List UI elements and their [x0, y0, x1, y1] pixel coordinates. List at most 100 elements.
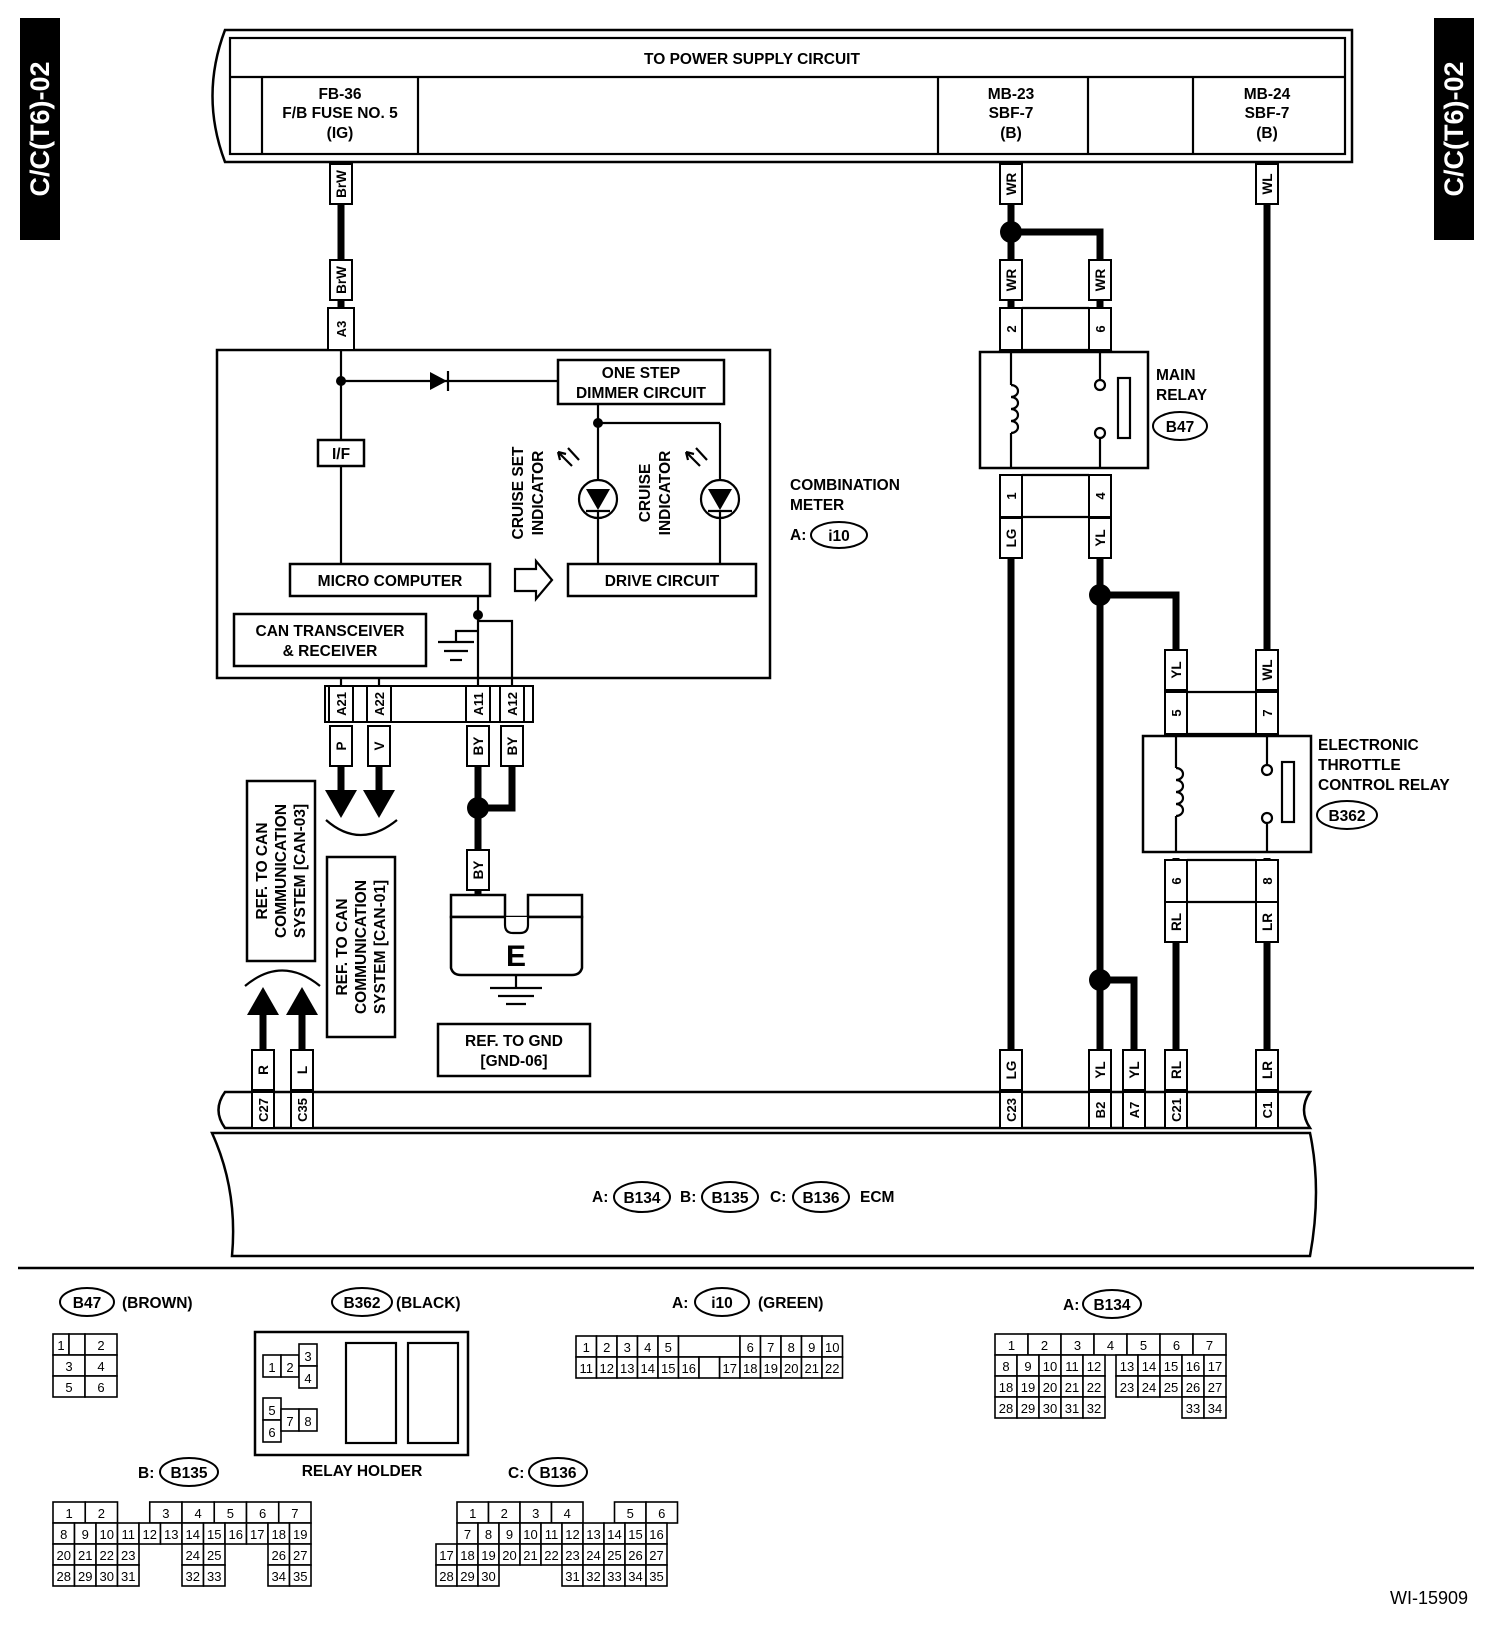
junction-dots	[467, 221, 1111, 991]
pin-number: 13	[1120, 1359, 1134, 1374]
pin-cell: 14	[181, 1522, 205, 1545]
pin-cell: 18	[456, 1543, 479, 1566]
pin-cell: 26	[624, 1543, 647, 1566]
wire-tag-text: WR	[1004, 269, 1019, 292]
meter-conn-id: i10	[828, 528, 850, 545]
ground-symbol-icon	[490, 986, 542, 1006]
fuse-fb36-line3: (IG)	[327, 125, 354, 142]
micro-computer-label: MICRO COMPUTER	[318, 573, 463, 590]
pin-cell: 16	[677, 1356, 700, 1379]
pin-cell: 3	[616, 1335, 639, 1358]
pin-cell: 34	[624, 1564, 647, 1587]
pin-number: 25	[207, 1548, 221, 1563]
pin-number: 12	[143, 1527, 157, 1542]
pin-number: 27	[1208, 1380, 1222, 1395]
pin-cell: 1	[262, 1354, 282, 1378]
ecm-c-prefix: C:	[770, 1189, 786, 1206]
pin-cell: 13	[159, 1522, 183, 1545]
combination-meter-line1: COMBINATION	[790, 477, 900, 494]
b47-id: B47	[73, 1295, 101, 1312]
can-line1: CAN TRANSCEIVER	[256, 623, 405, 640]
pin-cell: 14	[1137, 1354, 1161, 1377]
pin-number: 18	[999, 1380, 1013, 1395]
pin-cell: 22	[540, 1543, 563, 1566]
wire-tag-lg: LG	[999, 1049, 1023, 1091]
fuse-fb36-line1: FB-36	[318, 86, 361, 103]
pin-cell: 21	[519, 1543, 542, 1566]
pin-cell: 4	[550, 1501, 584, 1524]
pin-cell: 1	[456, 1501, 490, 1524]
pin-number: 24	[1142, 1380, 1156, 1395]
side-tab-left: C/C(T6)-02	[20, 18, 60, 240]
wire-tag-text: R	[256, 1065, 271, 1075]
pin-cell: 5	[1126, 1333, 1161, 1356]
pin-cell: 9	[1016, 1354, 1040, 1377]
pin-cell: 33	[202, 1564, 226, 1587]
pin-cell: 22	[1082, 1375, 1106, 1398]
pin-number: 26	[1186, 1380, 1200, 1395]
pin-number: 3	[624, 1340, 631, 1355]
pin-number: 24	[186, 1548, 200, 1563]
pin-cell: 31	[116, 1564, 140, 1587]
power-supply-block: TO POWER SUPPLY CIRCUIT FB-36 F/B FUSE N…	[211, 28, 1354, 164]
pin-cell: 6	[262, 1419, 282, 1443]
pin-cell: 10	[519, 1522, 542, 1545]
pin-cell: 27	[1203, 1375, 1227, 1398]
wire-tag-yl: YL	[1164, 649, 1188, 691]
pin-cell: 8	[780, 1335, 803, 1358]
pin-cell: 2	[595, 1335, 618, 1358]
pin-cell: 7	[277, 1501, 312, 1524]
pin-cell: 18	[267, 1522, 291, 1545]
pin-number: 13	[586, 1527, 600, 1542]
drive-circuit-label: DRIVE CIRCUIT	[605, 573, 720, 590]
main-relay-line1: MAIN	[1156, 367, 1196, 384]
pin-number: 26	[628, 1548, 642, 1563]
pin-cell: 2	[1027, 1333, 1062, 1356]
et-relay-line1: ELECTRONIC	[1318, 737, 1419, 754]
wire-tag-text: WR	[1093, 269, 1108, 292]
pin-cell: 9	[800, 1335, 823, 1358]
et-relay-pin-5: 5	[1169, 709, 1184, 716]
wire-tag-wr: WR	[1088, 259, 1112, 301]
pin-number: 4	[304, 1371, 311, 1386]
pin-cell: 25	[1159, 1375, 1183, 1398]
pin-number: 8	[485, 1527, 492, 1542]
pin-cell: 28	[994, 1396, 1018, 1419]
main-relay-pin-6: 6	[1093, 325, 1108, 332]
pin-cell: 3	[148, 1501, 183, 1524]
pin-number: 21	[78, 1548, 92, 1563]
pin-number: 23	[121, 1548, 135, 1563]
wire-tag-text: WL	[1260, 660, 1275, 681]
pin-cell: 6	[739, 1335, 762, 1358]
pin-number: 18	[743, 1361, 757, 1376]
pin-number: 13	[620, 1361, 634, 1376]
pin-cell	[68, 1333, 86, 1356]
pin-cell: 14	[603, 1522, 626, 1545]
can-arrows	[244, 790, 398, 1015]
pin-number: 26	[272, 1548, 286, 1563]
pin-cell: 16	[645, 1522, 668, 1545]
wire-tag-text: V	[372, 741, 387, 750]
fuse-mb23-line3: (B)	[1000, 125, 1022, 142]
pin-cell: 2	[487, 1501, 521, 1524]
dimmer-line1: ONE STEP	[602, 365, 680, 382]
pin-cell: 28	[52, 1564, 76, 1587]
pin-number: 10	[100, 1527, 114, 1542]
et-relay: 5 7 6 8 ELECTRONIC THROTTLE CONTROL RELA…	[1141, 690, 1450, 904]
main-relay: 2 6 1 4 MAIN RELAY B47	[978, 306, 1208, 519]
i10-prefix: A:	[672, 1295, 688, 1312]
if-label: I/F	[332, 446, 350, 463]
pin-cell: 4	[298, 1365, 318, 1389]
pin-cell: 31	[1060, 1396, 1084, 1419]
ecm-pin-c35: C35	[295, 1098, 310, 1122]
pin-cell: 19	[759, 1356, 782, 1379]
ecm-pin-c1: C1	[1260, 1102, 1275, 1119]
pin-cell: 22	[821, 1356, 844, 1379]
pin-number: 22	[825, 1361, 839, 1376]
pin-number: 9	[82, 1527, 89, 1542]
pin-cell: 24	[582, 1543, 605, 1566]
pin-number: 19	[1021, 1380, 1035, 1395]
pin-number: 11	[545, 1527, 559, 1542]
